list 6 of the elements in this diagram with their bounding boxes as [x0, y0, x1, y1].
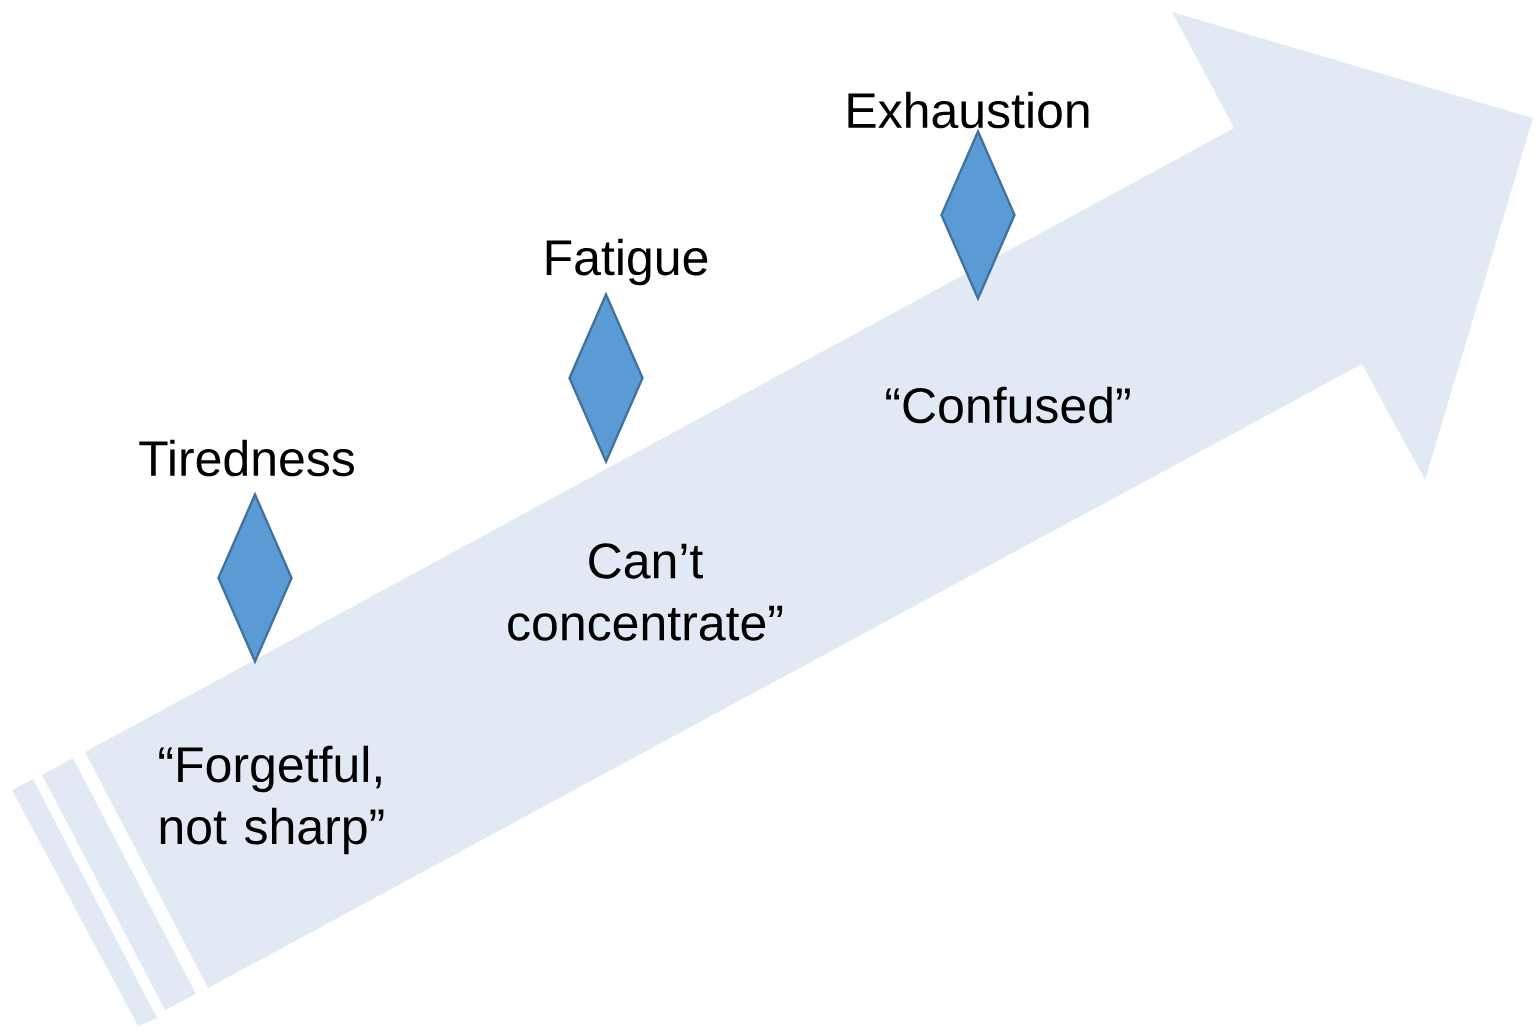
heading: Fatigue — [546, 238, 708, 286]
heading: Tiredness — [139, 439, 354, 477]
node-label: Can’t concentrate” — [508, 543, 783, 641]
node-label: “Forgetful, not sharp” — [159, 745, 384, 855]
node-label: “Confused” — [886, 386, 1130, 424]
heading: Exhaustion — [848, 91, 1089, 129]
